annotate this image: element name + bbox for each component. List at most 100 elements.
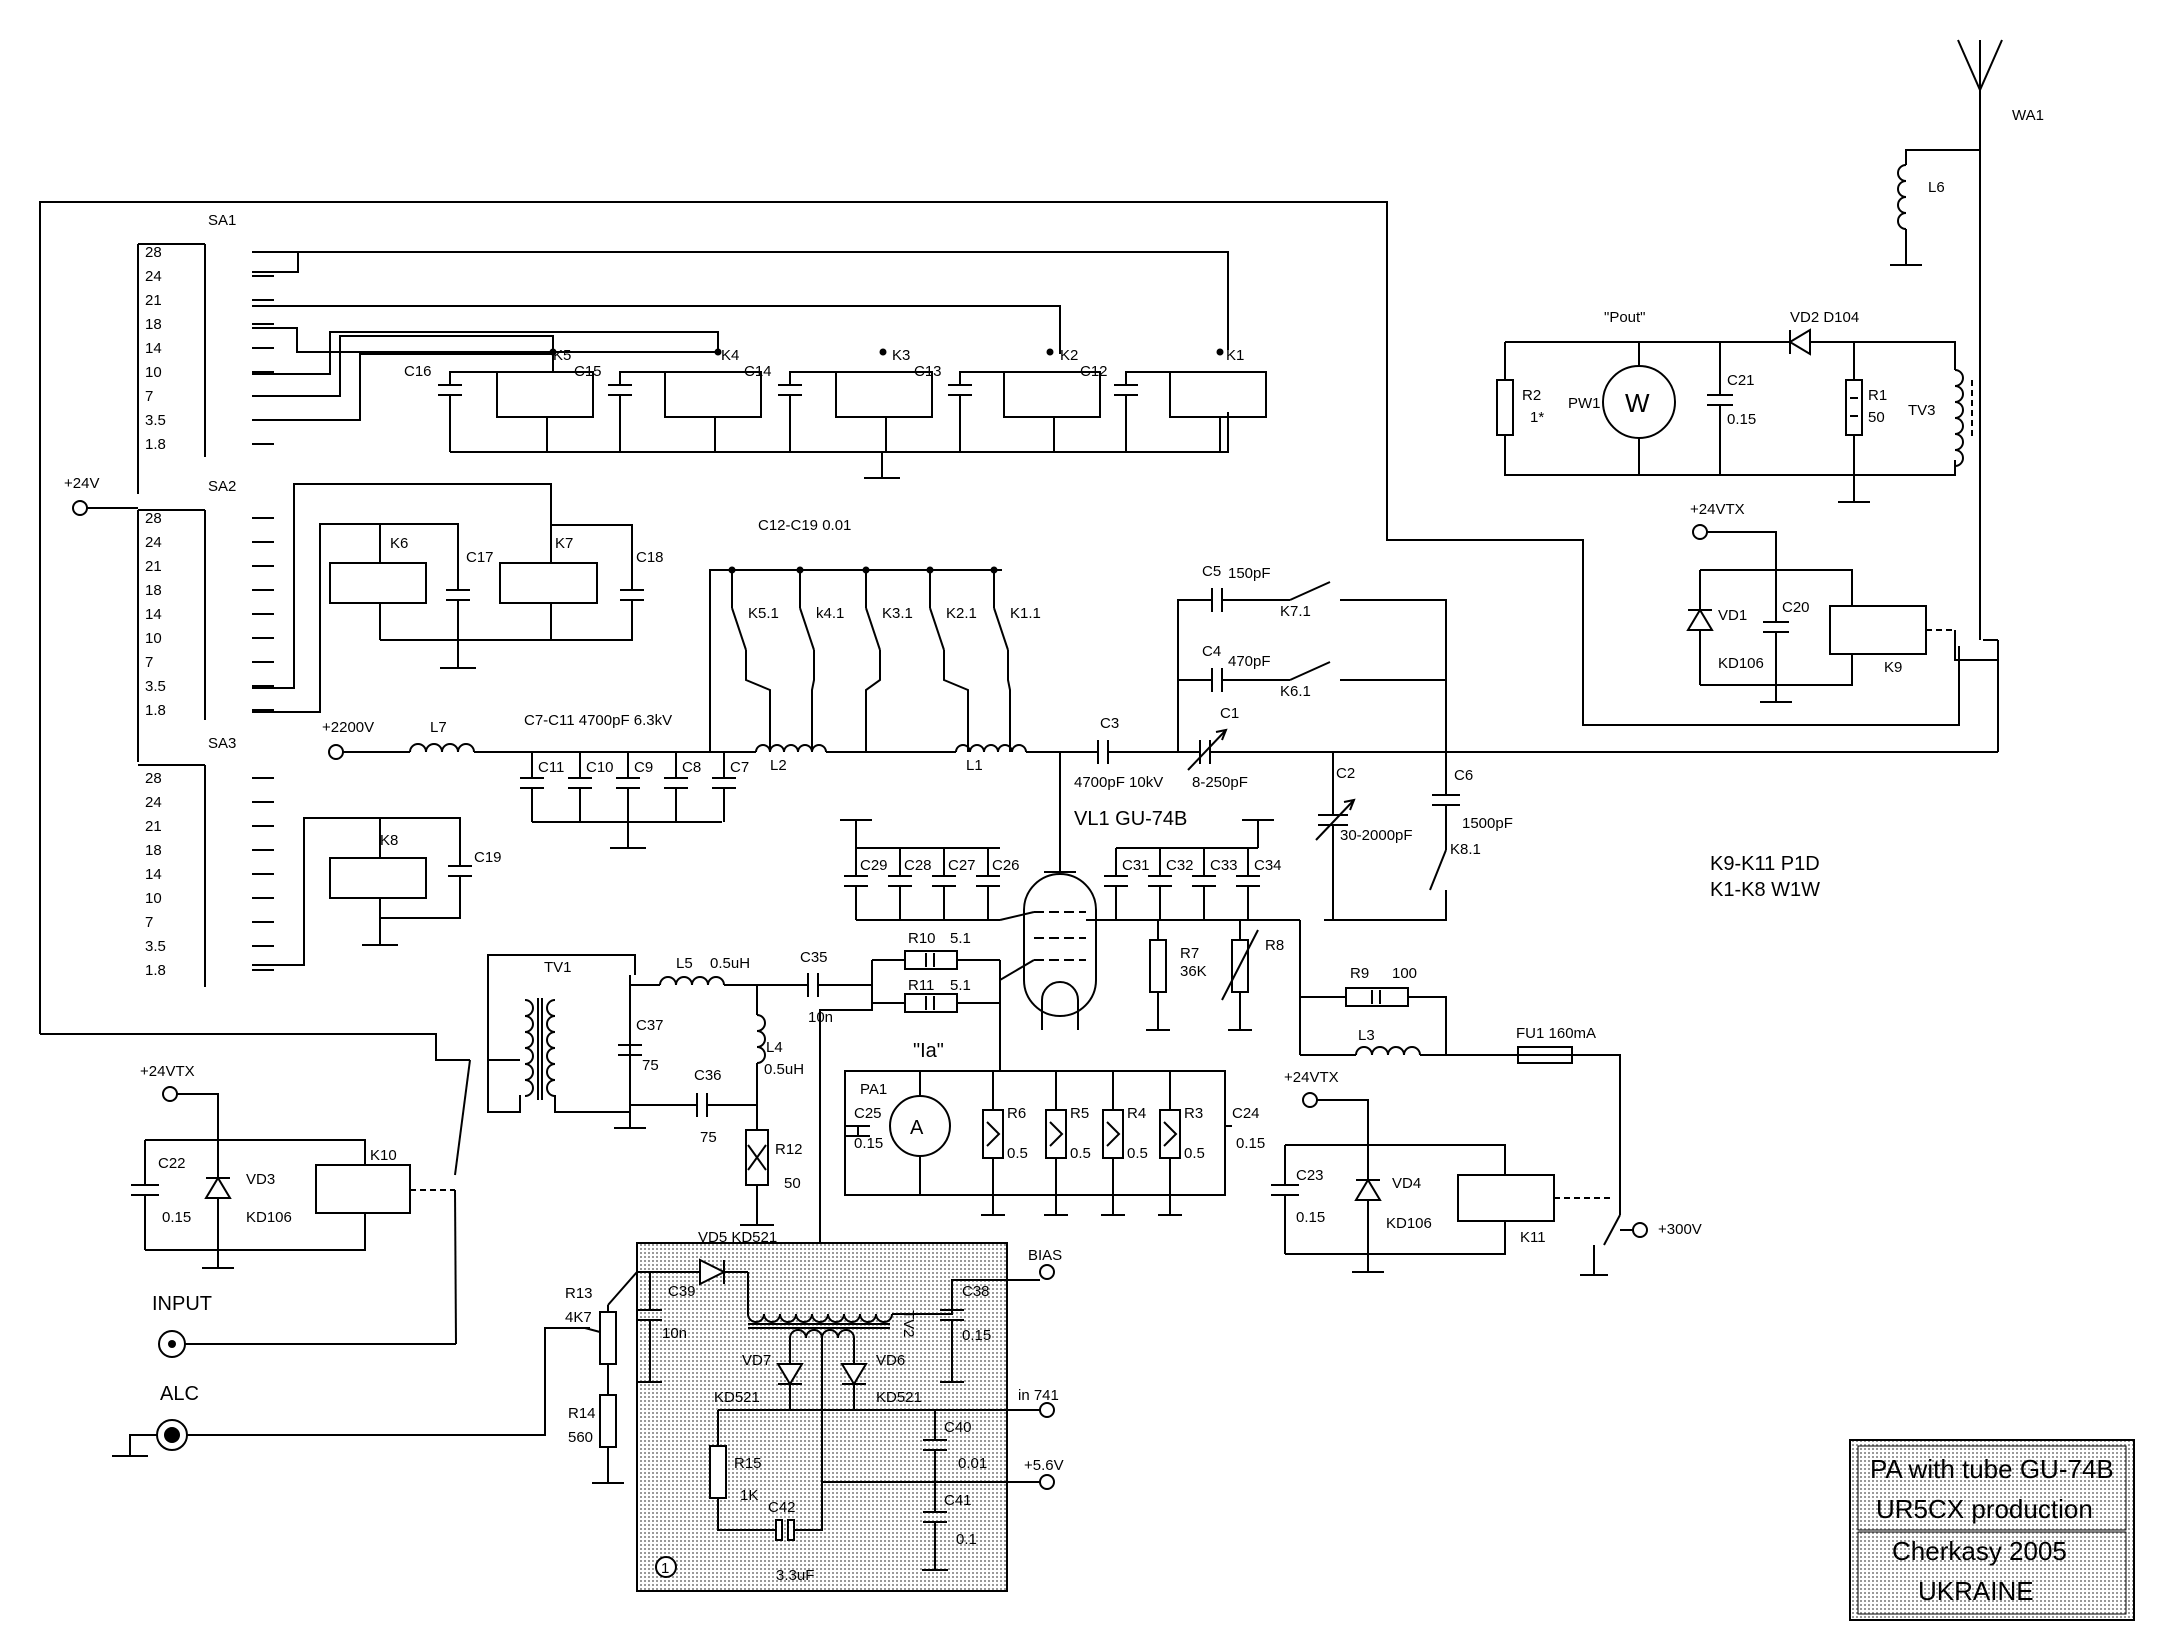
antenna-wa1: WA1 L6 — [1890, 39, 2044, 640]
c37-label: C37 — [636, 1017, 664, 1034]
hv-label: +2200V — [322, 719, 374, 736]
sa3-band-label: 1.8 — [145, 962, 166, 979]
tube-vl1: VL1 GU-74B — [1023, 752, 1187, 1030]
c34-label: C34 — [1254, 857, 1282, 874]
l3-label: L3 — [1358, 1027, 1375, 1044]
c9-label: C9 — [634, 759, 653, 776]
tv1-label: TV1 — [544, 959, 572, 976]
c3-value: 4700pF 10kV — [1074, 774, 1163, 791]
title-line-3: Cherkasy 2005 — [1892, 1536, 2067, 1566]
supply-24v: +24V — [64, 475, 138, 516]
note-k1-k8: K1-K8 W1W — [1710, 879, 1820, 901]
vd3-label: VD3 — [246, 1171, 275, 1188]
c2-value: 30-2000pF — [1340, 827, 1413, 844]
c5-value: 150pF — [1228, 565, 1271, 582]
relay-k9-block: +24VTX VD1 KD106 C20 K9 — [1686, 501, 1999, 752]
c6-value: 1500pF — [1462, 815, 1513, 832]
sa3-band-label: 14 — [145, 866, 162, 883]
title-block: PA with tube GU-74B UR5CX production Che… — [1849, 1439, 2135, 1621]
p24vtx-c-label: +24VTX — [1284, 1069, 1339, 1086]
relay-k4-label: K4 — [721, 347, 739, 364]
c1-label: C1 — [1220, 705, 1239, 722]
c38-label: C38 — [962, 1283, 990, 1300]
c20-label: C20 — [1782, 599, 1810, 616]
control-wire — [39, 201, 1960, 1034]
r5-label: R5 — [1070, 1105, 1089, 1122]
vd4-label: VD4 — [1392, 1175, 1421, 1192]
note-k9-k11: K9-K11 P1D — [1710, 853, 1820, 875]
r5-value: 0.5 — [1070, 1145, 1091, 1162]
r9-label: R9 — [1350, 965, 1369, 982]
sa3-band-label: 21 — [145, 818, 162, 835]
sa2-band-label: 28 — [145, 510, 162, 527]
c21-value: 0.15 — [1727, 411, 1756, 428]
relay-k1-label: K1 — [1226, 347, 1244, 364]
r3-label: R3 — [1184, 1105, 1203, 1122]
k51-contact-label: K5.1 — [748, 605, 779, 622]
sa1-band-label: 18 — [145, 316, 162, 333]
sa2-band-label: 21 — [145, 558, 162, 575]
p24vtx-a-label: +24VTX — [1690, 501, 1745, 518]
fu1-label: FU1 160mA — [1516, 1025, 1596, 1042]
sa1-band-label: 14 — [145, 340, 162, 357]
l1-label: L1 — [966, 757, 983, 774]
c16-label: C16 — [404, 363, 432, 380]
vd6-label: VD6 — [876, 1352, 905, 1369]
sa3-label: SA3 — [208, 735, 236, 752]
c10-label: C10 — [586, 759, 614, 776]
c28-label: C28 — [904, 857, 932, 874]
relay-k10-block: +24VTX C22 0.15 VD3 KD106 K10 — [131, 1059, 471, 1345]
ammeter-symbol-letter: A — [910, 1117, 924, 1139]
relay-k11-block: +24VTX C23 0.15 VD4 KD106 K11 — [1271, 1069, 1610, 1273]
sa2-band-label: 24 — [145, 534, 162, 551]
r1-value: 50 — [1868, 409, 1885, 426]
r8-label: R8 — [1265, 937, 1284, 954]
sa3-band-label: 28 — [145, 770, 162, 787]
wa1-label: WA1 — [2012, 107, 2044, 124]
relay-k2-label: K2 — [1060, 347, 1078, 364]
c42-label: C42 — [768, 1499, 796, 1516]
l7-coil — [409, 743, 475, 753]
relay-k7-label: K7 — [555, 535, 573, 552]
r15-value: 1K — [740, 1487, 758, 1504]
pw1-label: PW1 — [1568, 395, 1601, 412]
c23-label: C23 — [1296, 1167, 1324, 1184]
relay-k1-coil — [1169, 371, 1267, 418]
r13-label: R13 — [565, 1285, 593, 1302]
c12-label: C12 — [1080, 363, 1108, 380]
sa1-band-label: 10 — [145, 364, 162, 381]
c4-label: C4 — [1202, 643, 1221, 660]
vd7-label: VD7 — [742, 1352, 771, 1369]
sa2-band-label: 1.8 — [145, 702, 166, 719]
c41-value: 0.1 — [956, 1531, 977, 1548]
relay-k3-label: K3 — [892, 347, 910, 364]
c39-label: C39 — [668, 1283, 696, 1300]
c18-label: C18 — [636, 549, 664, 566]
r13-value: 4K7 — [565, 1309, 592, 1326]
sa2-band-label: 10 — [145, 630, 162, 647]
board-number: 1 — [661, 1560, 669, 1577]
c39-value: 10n — [662, 1325, 687, 1342]
ammeter-pa1-block: "Ia" A PA1 C25 0.15 C24 0.15 R60.5R50.5R… — [844, 1003, 1265, 1216]
r1-label: R1 — [1868, 387, 1887, 404]
l4-label: L4 — [766, 1039, 783, 1056]
sa3-band-label: 10 — [145, 890, 162, 907]
sa2-band-label: 3.5 — [145, 678, 166, 695]
k11-contact-label: K1.1 — [1010, 605, 1041, 622]
sa2-label: SA2 — [208, 478, 236, 495]
bias-board: VD5 KD521 C39 10n TV2 BIAS C38 0.15 VD7 … — [607, 1229, 1064, 1592]
tv3-label: TV3 — [1908, 402, 1936, 419]
r12-label: R12 — [775, 1141, 803, 1158]
relay-k7-block: K7 — [499, 525, 598, 640]
c24-value: 0.15 — [1236, 1135, 1265, 1152]
k31-contact-label: K3.1 — [882, 605, 913, 622]
title-line-2: UR5CX production — [1876, 1494, 2093, 1524]
r11-value: 5.1 — [950, 977, 971, 994]
title-line-4: UKRAINE — [1918, 1576, 2034, 1606]
vd3-type: KD106 — [246, 1209, 292, 1226]
c1-value: 8-250pF — [1192, 774, 1248, 791]
power-meter-block: "Pout" R2 1* W PW1 C21 0.15 VD2 D104 R1 … — [1496, 309, 1973, 503]
c3-label: C3 — [1100, 715, 1119, 732]
